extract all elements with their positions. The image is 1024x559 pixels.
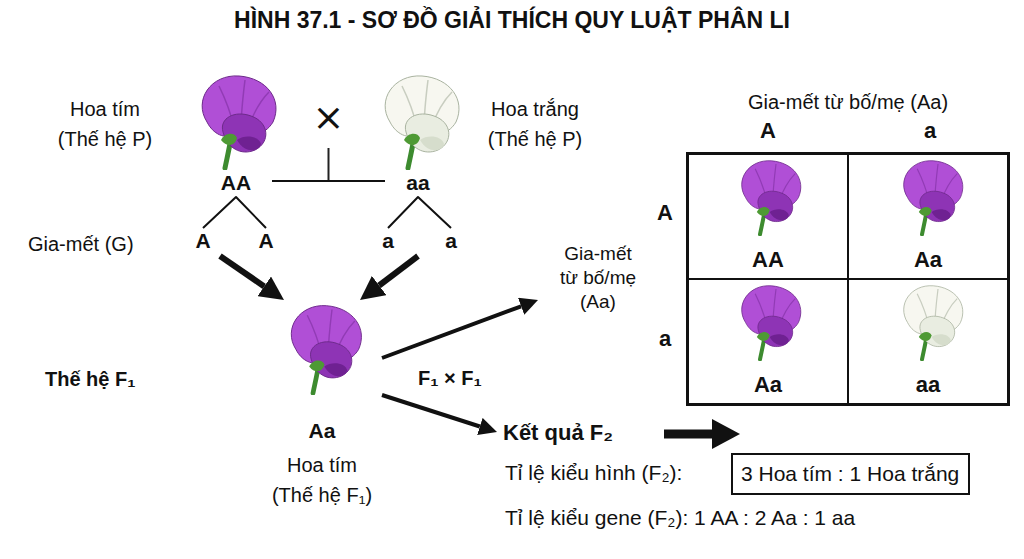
node-text: Kết quả F₂	[503, 420, 613, 446]
purple-flower	[202, 76, 276, 168]
phenotype-ratio-box: 3 Hoa tím : 1 Hoa trắng	[731, 453, 970, 495]
node-text: Gia-mết từ bố/mẹ (Aa)	[666, 90, 1024, 114]
figure-title: HÌNH 37.1 - SƠ ĐỒ GIẢI THÍCH QUY LUẬT PH…	[0, 7, 1024, 35]
purple-flower	[904, 161, 963, 235]
purple-flower	[291, 306, 361, 394]
gamete-pair: aa	[375, 228, 465, 256]
row-header: A	[645, 200, 685, 226]
purple-flower	[742, 161, 801, 235]
punnett-cell: Aa	[688, 279, 848, 404]
connector-line	[272, 180, 385, 182]
node-text: a	[375, 228, 401, 253]
node-text: Hoa tím (Thế hệ F₁)	[266, 450, 378, 510]
cross-label: F₁ × F₁	[418, 366, 482, 390]
row-label: Thế hệ F₁	[45, 367, 136, 391]
node-text: AA	[218, 170, 254, 195]
node-text: Gia-mết từ bố/mẹ (Aa)	[556, 242, 640, 314]
row-label: Gia-mết (G)	[28, 229, 134, 259]
result-arrow	[664, 430, 714, 439]
result-arrowhead	[712, 419, 740, 449]
gamete-note: Gia-mết từ bố/mẹ (Aa)	[538, 238, 658, 320]
parent-plant: aa Hoa trắng (Thế hệ P)	[385, 78, 607, 197]
ratio-label: Tỉ lệ kiểu hình (F₂):	[505, 460, 682, 485]
purple-flower	[742, 286, 801, 360]
connector-arrow	[382, 395, 480, 426]
node-text: A	[253, 228, 279, 253]
gamete-pair: AA	[190, 228, 280, 256]
column-header: a	[910, 118, 950, 144]
cross-stub	[328, 148, 330, 181]
node-text: 3 Hoa tím : 1 Hoa trắng	[741, 461, 959, 486]
node-text: aa	[849, 372, 1007, 398]
punnett-cell: aa	[848, 279, 1008, 404]
node-text: aa	[400, 170, 436, 195]
node-text: Aa	[262, 418, 382, 443]
f1-plant: AaHoa tím (Thế hệ F₁)	[262, 300, 382, 512]
node-text: A	[190, 228, 216, 253]
cross-symbol: ×	[310, 95, 348, 139]
node-text: Hoa tím (Thế hệ P)	[50, 94, 160, 154]
punnett-cell: AA	[688, 154, 848, 279]
punnett-cell: Aa	[848, 154, 1008, 279]
white-flower	[385, 76, 459, 168]
row-header: a	[645, 326, 685, 352]
result-heading: Kết quả F₂	[497, 420, 663, 450]
connector-arrow	[220, 256, 264, 286]
node-text: Aa	[689, 372, 847, 398]
node-text: a	[438, 228, 464, 253]
connector-line	[203, 197, 266, 228]
node-text: Hoa trắng (Thế hệ P)	[480, 94, 590, 154]
node-text: AA	[689, 247, 847, 273]
white-flower	[904, 286, 963, 360]
column-header: A	[748, 118, 788, 144]
connector-arrow	[382, 306, 521, 358]
connector-arrow	[379, 256, 418, 285]
parent-plant: Hoa tím (Thế hệ P) AA	[28, 78, 272, 197]
punnett-square: Gia-mết từ bố/mẹ (Aa)AAAaAaaa	[686, 152, 1010, 406]
connector-line	[388, 197, 451, 228]
ratio-label: Tỉ lệ kiểu gene (F₂): 1 AA : 2 Aa : 1 aa	[505, 505, 855, 530]
node-text: Aa	[849, 247, 1007, 273]
